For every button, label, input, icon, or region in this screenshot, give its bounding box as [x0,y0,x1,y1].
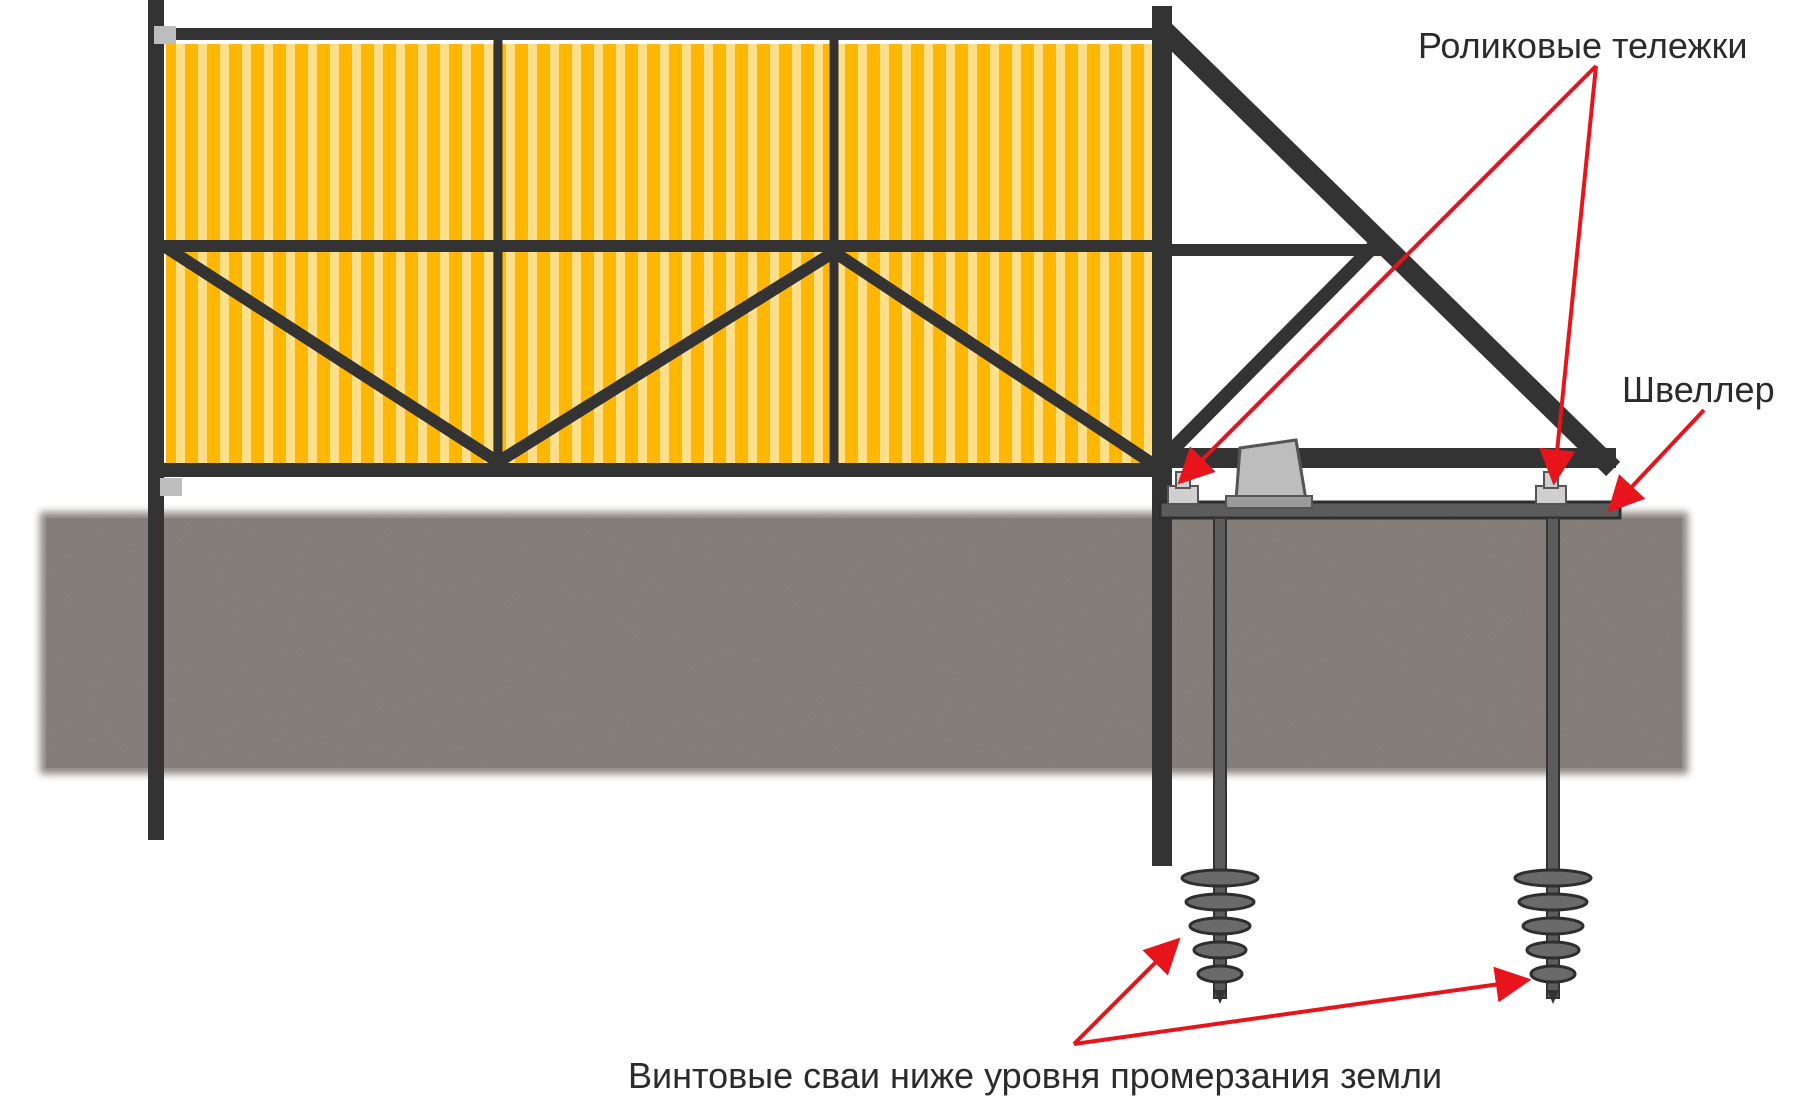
sheet-stripe [286,44,295,468]
sheet-stripe [396,44,405,468]
sheet-stripe [792,44,801,468]
arrow-roller-right [1539,65,1598,486]
hinge-top [154,26,176,44]
arrow-roller-left [1177,64,1598,485]
helix-blade [1196,964,1244,984]
helix-blade [1529,964,1577,984]
sheet-stripe [374,44,383,468]
screw-pile-right [1513,517,1593,1004]
roller-carriage-right [1535,471,1567,505]
sheet-stripe [770,44,779,468]
pile-tip [1547,990,1559,1004]
label-screw-piles: Винтовые сваи ниже уровня промерзания зе… [628,1055,1443,1096]
sheet-stripe [704,44,713,468]
gate-frame [148,0,1621,866]
sheet-stripe [748,44,757,468]
sheet-stripe [594,44,603,468]
ground [40,512,1688,774]
arrow-channel [1607,408,1706,513]
sheet-stripe [440,44,449,468]
helix-blade [1521,916,1585,936]
sheet-stripe [198,44,207,468]
helix-blade [1180,868,1260,888]
label-channel: Швеллер [1622,369,1775,410]
sheet-stripe [1100,44,1109,468]
helix-blade [1192,940,1248,960]
sheet-stripe [506,44,515,468]
sheet-stripe [1144,44,1153,468]
sheet-stripe [242,44,251,468]
sheet-stripe [924,44,933,468]
arrow-pile-left [1072,937,1181,1046]
sheet-stripe [1078,44,1087,468]
sheet-stripe [1122,44,1131,468]
sheet-stripe [308,44,317,468]
helix-blade [1517,892,1589,912]
sheet-stripe [528,44,537,468]
helix-blade [1525,940,1581,960]
sheet-stripe [616,44,625,468]
sheet-stripe [902,44,911,468]
sheet-stripe [330,44,339,468]
sheet-stripe [352,44,361,468]
sheet-stripe [968,44,977,468]
sheet-stripe [484,44,493,468]
callout-arrows [1072,64,1706,1046]
label-roller-carriages: Роликовые тележки [1418,25,1748,66]
sheet-stripe [264,44,273,468]
sheet-stripe [682,44,691,468]
sheet-stripe [572,44,581,468]
left-post [148,0,164,840]
arrow-pile-right [1073,966,1532,1046]
sheet-stripe [550,44,559,468]
pile-tip [1214,990,1226,1004]
sheet-stripe [1034,44,1043,468]
sheet-stripe [1012,44,1021,468]
helix-blade [1184,892,1256,912]
sheet-stripe [462,44,471,468]
sheet-stripe [660,44,669,468]
sheet-stripe [946,44,955,468]
sheet-stripe [990,44,999,468]
sheet-stripe [858,44,867,468]
sheet-stripe [220,44,229,468]
sheet-stripe [1056,44,1065,468]
screw-pile-left [1180,517,1260,1004]
helix-blade [1513,868,1593,888]
hinge-bottom [160,478,182,496]
gate-sheeting [166,44,1153,468]
helix-blade [1188,916,1252,936]
sheet-stripe [638,44,647,468]
drive-unit [1225,438,1313,509]
right-post [1152,6,1172,866]
sheet-stripe [880,44,889,468]
sheet-stripe [726,44,735,468]
sheet-stripe [418,44,427,468]
